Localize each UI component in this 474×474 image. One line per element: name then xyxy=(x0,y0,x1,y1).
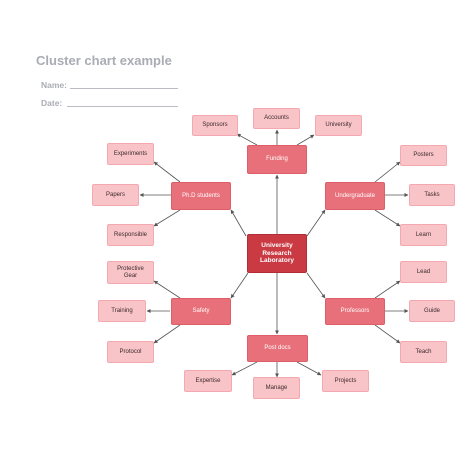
link-safety-protocol xyxy=(153,324,181,344)
link-center-phd xyxy=(230,209,247,237)
leaf-protective-gear[interactable]: Protective Gear xyxy=(107,261,154,284)
link-phd-experiments xyxy=(153,161,181,183)
hub-post-docs[interactable]: Post docs xyxy=(247,335,308,362)
leaf-posters[interactable]: Posters xyxy=(400,145,447,166)
link-undergrad-learn xyxy=(374,209,401,227)
center-line-2: Research xyxy=(262,249,292,257)
link-center-safety xyxy=(230,272,249,299)
leaf-guide[interactable]: Guide xyxy=(409,300,455,322)
leaf-protocol[interactable]: Protocol xyxy=(107,341,154,363)
link-funding-university xyxy=(296,134,315,146)
hub-funding[interactable]: Funding xyxy=(247,145,307,174)
link-professors-lead xyxy=(374,280,401,299)
leaf-learn[interactable]: Learn xyxy=(400,224,447,246)
center-line-1: University xyxy=(261,242,293,250)
link-funding-sponsors xyxy=(236,133,258,146)
leaf-projects[interactable]: Projects xyxy=(322,370,369,392)
link-center-undergrad xyxy=(306,209,326,237)
hub-safety[interactable]: Safety xyxy=(171,298,231,325)
leaf-tasks[interactable]: Tasks xyxy=(409,184,455,206)
leaf-teach[interactable]: Teach xyxy=(400,341,447,363)
leaf-training[interactable]: Training xyxy=(98,300,146,322)
link-safety-protective-gear xyxy=(153,280,181,299)
link-undergrad-posters xyxy=(374,161,401,183)
center-line-3: Laboratory xyxy=(260,257,294,265)
hub-undergraduate[interactable]: Undergraduate xyxy=(325,182,385,210)
link-postdocs-projects xyxy=(296,361,322,376)
date-field-line[interactable] xyxy=(67,106,178,107)
leaf-lead[interactable]: Lead xyxy=(400,261,447,283)
hub-professors[interactable]: Professors xyxy=(325,298,385,325)
leaf-university[interactable]: University xyxy=(315,115,362,136)
hub-phd-students[interactable]: Ph.D students xyxy=(171,182,231,210)
link-phd-responsible xyxy=(153,209,181,227)
leaf-protective-gear-line-2: Gear xyxy=(123,272,138,279)
leaf-papers[interactable]: Papers xyxy=(92,184,139,206)
leaf-expertise[interactable]: Expertise xyxy=(184,370,232,392)
page-title: Cluster chart example xyxy=(36,53,172,68)
leaf-accounts[interactable]: Accounts xyxy=(253,108,300,129)
leaf-protective-gear-line-1: Protective xyxy=(117,265,144,272)
date-label: Date: xyxy=(41,98,63,108)
leaf-experiments[interactable]: Experiments xyxy=(107,143,154,165)
link-professors-teach xyxy=(374,324,401,344)
link-postdocs-expertise xyxy=(231,361,258,376)
center-node-university-research-laboratory[interactable]: University Research Laboratory xyxy=(247,234,307,273)
name-label: Name: xyxy=(41,80,67,90)
name-field-line[interactable] xyxy=(70,88,178,89)
link-center-professors xyxy=(306,272,326,299)
leaf-manage[interactable]: Manage xyxy=(253,377,300,399)
leaf-responsible[interactable]: Responsible xyxy=(107,224,154,246)
leaf-sponsors[interactable]: Sponsors xyxy=(192,115,238,136)
